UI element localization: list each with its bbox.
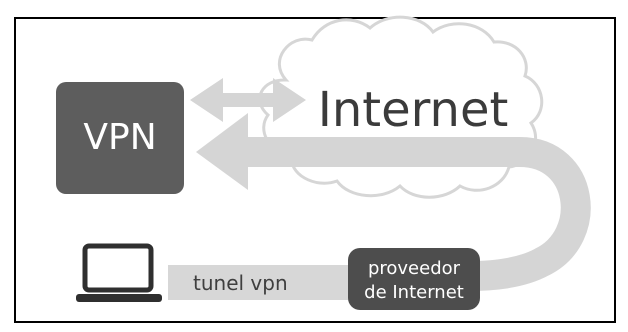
internet-label: Internet bbox=[318, 82, 509, 138]
return-arrow-icon bbox=[196, 113, 591, 291]
isp-label-line2: de Internet bbox=[364, 282, 464, 303]
tunnel-label: tunel vpn bbox=[193, 271, 288, 295]
vpn-label: VPN bbox=[83, 117, 156, 158]
laptop-icon bbox=[76, 243, 162, 302]
isp-box: proveedor de Internet bbox=[348, 248, 480, 310]
isp-label-line1: proveedor bbox=[368, 258, 461, 279]
vpn-tunnel-band bbox=[168, 265, 358, 300]
bidirectional-arrow-icon bbox=[190, 78, 306, 122]
vpn-box: VPN bbox=[56, 82, 184, 194]
